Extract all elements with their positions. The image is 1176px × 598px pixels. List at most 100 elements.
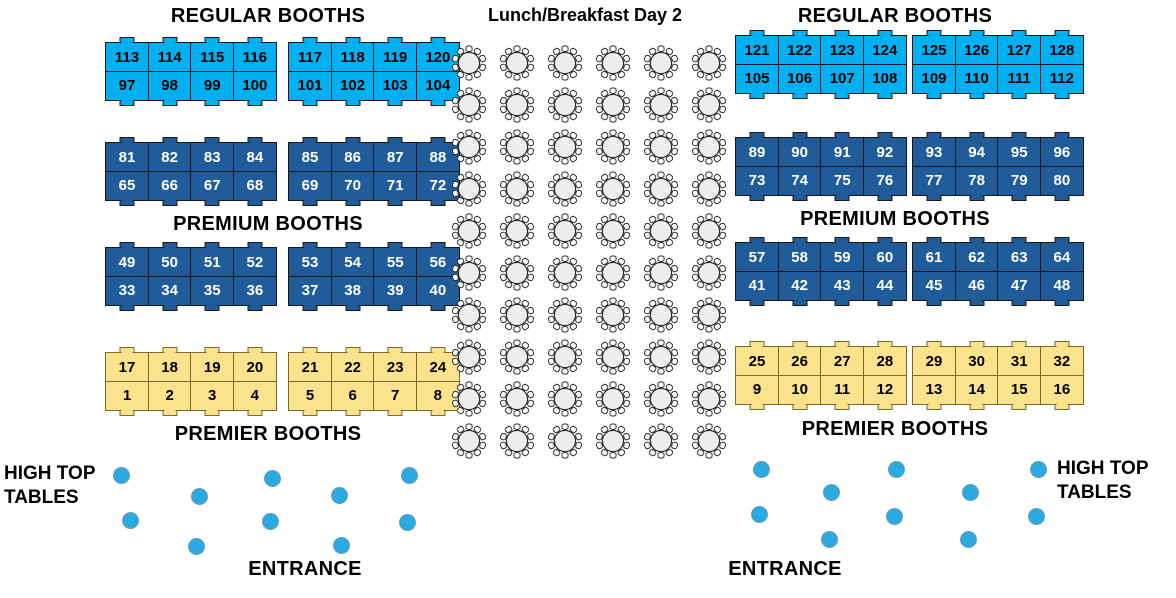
booth-14[interactable]: 14 <box>954 374 999 410</box>
booth-45[interactable]: 45 <box>912 270 956 306</box>
booth-109[interactable]: 109 <box>912 63 956 99</box>
high-top-table[interactable] <box>188 538 205 555</box>
banquet-table[interactable] <box>498 422 536 460</box>
booth-86[interactable]: 86 <box>330 136 375 172</box>
banquet-table[interactable] <box>498 44 536 82</box>
booth-88[interactable]: 88 <box>415 136 460 172</box>
booth-83[interactable]: 83 <box>190 136 235 172</box>
booth-74[interactable]: 74 <box>777 165 822 201</box>
booth-61[interactable]: 61 <box>912 236 956 272</box>
banquet-table[interactable] <box>546 212 584 250</box>
booth-116[interactable]: 116 <box>232 36 277 72</box>
booth-118[interactable]: 118 <box>330 36 375 72</box>
banquet-table[interactable] <box>642 254 680 292</box>
booth-32[interactable]: 32 <box>1039 340 1084 376</box>
booth-15[interactable]: 15 <box>997 374 1042 410</box>
booth-47[interactable]: 47 <box>997 270 1042 306</box>
banquet-table[interactable] <box>498 128 536 166</box>
high-top-table[interactable] <box>1030 461 1047 478</box>
booth-119[interactable]: 119 <box>373 36 418 72</box>
booth-99[interactable]: 99 <box>190 70 235 106</box>
booth-108[interactable]: 108 <box>862 63 907 99</box>
banquet-table[interactable] <box>642 86 680 124</box>
banquet-table[interactable] <box>498 212 536 250</box>
booth-101[interactable]: 101 <box>288 70 332 106</box>
booth-1[interactable]: 1 <box>105 380 149 416</box>
booth-85[interactable]: 85 <box>288 136 332 172</box>
booth-97[interactable]: 97 <box>105 70 149 106</box>
booth-36[interactable]: 36 <box>232 275 277 311</box>
booth-103[interactable]: 103 <box>373 70 418 106</box>
booth-64[interactable]: 64 <box>1039 236 1084 272</box>
high-top-table[interactable] <box>888 461 905 478</box>
booth-126[interactable]: 126 <box>954 29 999 65</box>
booth-37[interactable]: 37 <box>288 275 332 311</box>
booth-39[interactable]: 39 <box>373 275 418 311</box>
booth-127[interactable]: 127 <box>997 29 1042 65</box>
booth-9[interactable]: 9 <box>735 374 779 410</box>
booth-63[interactable]: 63 <box>997 236 1042 272</box>
banquet-table[interactable] <box>546 422 584 460</box>
booth-84[interactable]: 84 <box>232 136 277 172</box>
banquet-table[interactable] <box>498 338 536 376</box>
booth-114[interactable]: 114 <box>147 36 192 72</box>
booth-46[interactable]: 46 <box>954 270 999 306</box>
booth-96[interactable]: 96 <box>1039 131 1084 167</box>
booth-78[interactable]: 78 <box>954 165 999 201</box>
banquet-table[interactable] <box>546 170 584 208</box>
booth-71[interactable]: 71 <box>373 170 418 206</box>
banquet-table[interactable] <box>546 254 584 292</box>
booth-44[interactable]: 44 <box>862 270 907 306</box>
booth-21[interactable]: 21 <box>288 346 332 382</box>
banquet-table[interactable] <box>594 212 632 250</box>
booth-66[interactable]: 66 <box>147 170 192 206</box>
booth-58[interactable]: 58 <box>777 236 822 272</box>
high-top-table[interactable] <box>122 512 139 529</box>
high-top-table[interactable] <box>262 513 279 530</box>
booth-22[interactable]: 22 <box>330 346 375 382</box>
booth-81[interactable]: 81 <box>105 136 149 172</box>
booth-79[interactable]: 79 <box>997 165 1042 201</box>
booth-43[interactable]: 43 <box>820 270 865 306</box>
high-top-table[interactable] <box>821 531 838 548</box>
booth-10[interactable]: 10 <box>777 374 822 410</box>
banquet-table[interactable] <box>642 170 680 208</box>
booth-115[interactable]: 115 <box>190 36 235 72</box>
banquet-table[interactable] <box>642 380 680 418</box>
banquet-table[interactable] <box>546 128 584 166</box>
booth-105[interactable]: 105 <box>735 63 779 99</box>
banquet-table[interactable] <box>498 170 536 208</box>
booth-51[interactable]: 51 <box>190 241 235 277</box>
high-top-table[interactable] <box>823 484 840 501</box>
high-top-table[interactable] <box>886 508 903 525</box>
booth-41[interactable]: 41 <box>735 270 779 306</box>
booth-124[interactable]: 124 <box>862 29 907 65</box>
booth-59[interactable]: 59 <box>820 236 865 272</box>
booth-122[interactable]: 122 <box>777 29 822 65</box>
booth-40[interactable]: 40 <box>415 275 460 311</box>
banquet-table[interactable] <box>594 128 632 166</box>
booth-82[interactable]: 82 <box>147 136 192 172</box>
banquet-table[interactable] <box>642 338 680 376</box>
banquet-table[interactable] <box>594 296 632 334</box>
booth-55[interactable]: 55 <box>373 241 418 277</box>
booth-53[interactable]: 53 <box>288 241 332 277</box>
high-top-table[interactable] <box>960 531 977 548</box>
banquet-table[interactable] <box>690 380 728 418</box>
booth-92[interactable]: 92 <box>862 131 907 167</box>
banquet-table[interactable] <box>690 296 728 334</box>
banquet-table[interactable] <box>594 44 632 82</box>
booth-50[interactable]: 50 <box>147 241 192 277</box>
booth-13[interactable]: 13 <box>912 374 956 410</box>
